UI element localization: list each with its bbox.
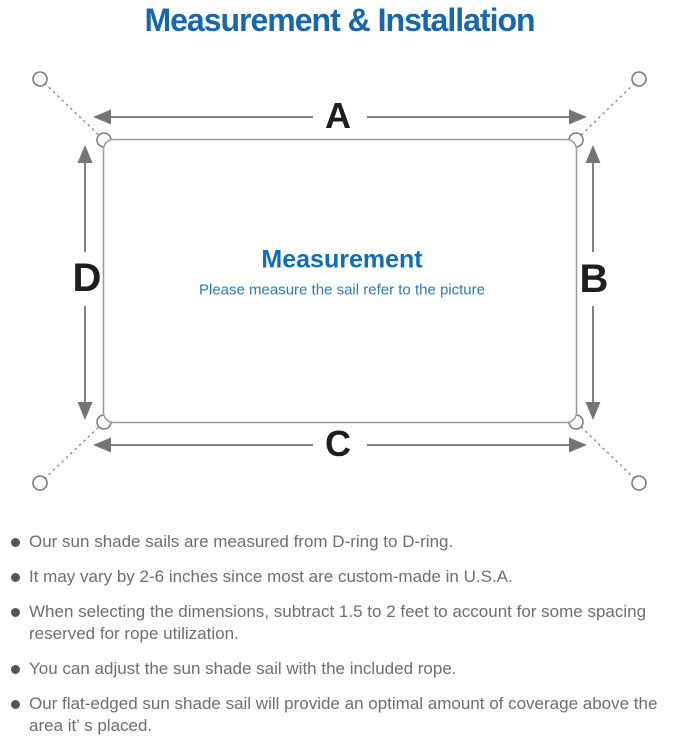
bullet-dot-icon [11, 700, 20, 709]
anchor-ring-top-right-icon [631, 71, 647, 87]
bullet-dot-icon [11, 608, 20, 617]
list-item: Our sun shade sails are measured from D-… [10, 531, 670, 553]
rope-top-left [39, 78, 105, 141]
anchor-ring-bottom-right-icon [631, 475, 647, 491]
bullet-dot-icon [11, 538, 20, 547]
list-item: When selecting the dimensions, subtract … [10, 601, 670, 645]
bullet-dot-icon [11, 573, 20, 582]
dimension-arrows [77, 109, 601, 453]
rope-bottom-right [575, 421, 640, 484]
arrow-b-up-head-icon [585, 145, 601, 163]
page-title: Measurement & Installation [144, 2, 535, 38]
arrow-a-right-head-icon [569, 109, 587, 125]
list-item: Our flat-edged sun shade sail will provi… [10, 693, 670, 737]
arrow-c-right-head-icon [569, 437, 587, 453]
list-item-text: You can adjust the sun shade sail with t… [29, 659, 457, 678]
arrow-d-up-head-icon [77, 145, 93, 163]
list-item-text: Our flat-edged sun shade sail will provi… [29, 694, 658, 735]
list-item-text: Our sun shade sails are measured from D-… [29, 532, 454, 551]
bullet-dot-icon [11, 665, 20, 674]
dimension-label-d: D [72, 256, 102, 300]
arrow-a-left-head-icon [93, 109, 111, 125]
diagram-center-text: Measurement Please measure the sail refe… [142, 246, 542, 299]
list-item: It may vary by 2-6 inches since most are… [10, 566, 670, 588]
diagram-center-subtitle: Please measure the sail refer to the pic… [199, 281, 485, 299]
dimension-label-c: C [325, 423, 351, 464]
sail-outline [102, 138, 578, 424]
corner-ropes [39, 78, 640, 484]
diagram-center-title: Measurement [261, 245, 423, 274]
anchor-ring-top-left-icon [32, 71, 48, 87]
list-item: You can adjust the sun shade sail with t… [10, 658, 670, 680]
rope-top-right [575, 78, 640, 141]
dimension-label-b: B [579, 257, 609, 301]
arrow-c-left-head-icon [93, 437, 111, 453]
measurement-diagram: A B C D Measurement Please measure the s… [32, 71, 647, 491]
sail-diagram-canvas [32, 71, 647, 491]
anchor-rings [32, 71, 647, 491]
instructions-list: Our sun shade sails are measured from D-… [10, 531, 670, 750]
arrow-d-down-head-icon [77, 402, 93, 420]
list-item-text: It may vary by 2-6 inches since most are… [29, 567, 513, 586]
arrow-b-down-head-icon [585, 402, 601, 420]
list-item-text: When selecting the dimensions, subtract … [29, 602, 647, 643]
rope-bottom-left [39, 421, 105, 484]
anchor-ring-bottom-left-icon [32, 475, 48, 491]
dimension-label-a: A [325, 95, 351, 136]
